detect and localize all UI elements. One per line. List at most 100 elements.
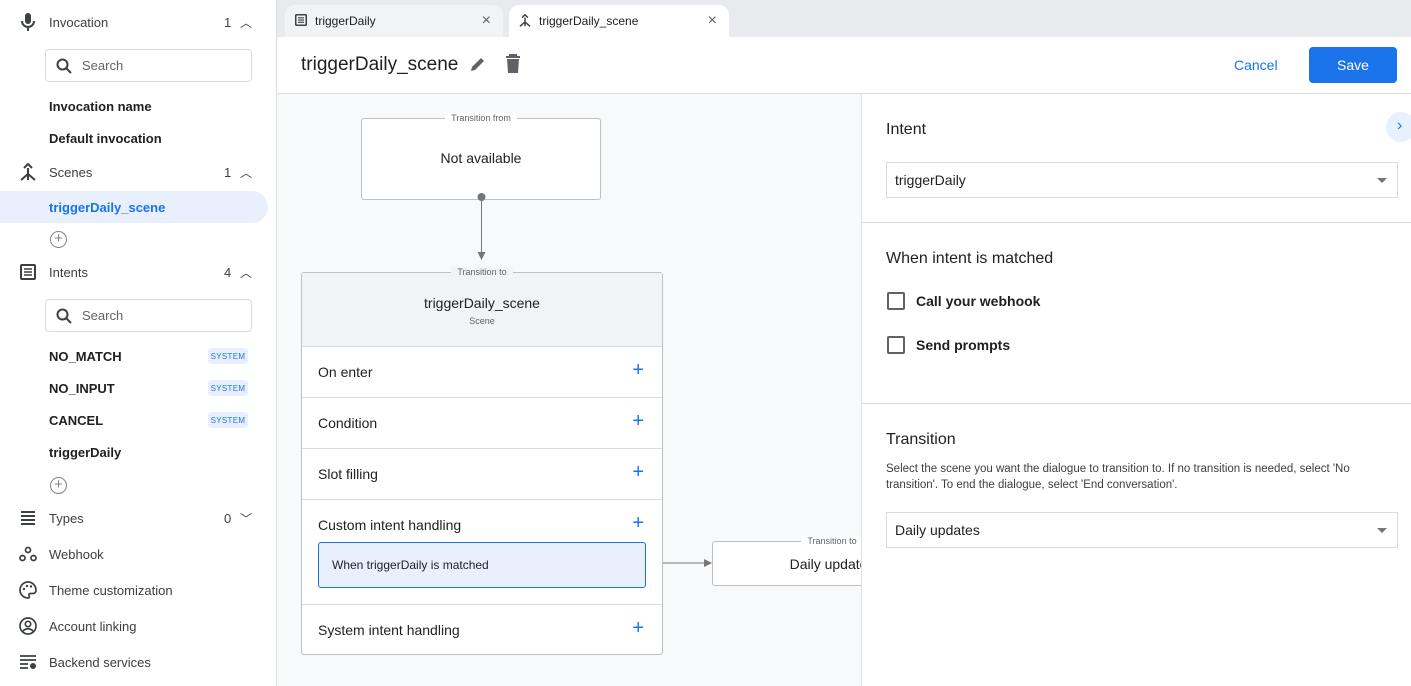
add-icon[interactable]: + bbox=[632, 512, 644, 534]
chevron-down-icon[interactable]: ﹀ bbox=[240, 511, 253, 526]
scene-merge-icon bbox=[18, 162, 38, 182]
types-icon bbox=[18, 508, 38, 528]
palette-icon bbox=[18, 580, 38, 600]
scene-canvas: Transition from Not available Transition… bbox=[277, 94, 861, 686]
sidebar-item-no-input[interactable]: NO_INPUT bbox=[49, 381, 115, 396]
condition-row[interactable]: Condition + bbox=[302, 397, 662, 448]
sidebar-section-invocation[interactable]: Invocation 1 ︿ bbox=[0, 7, 276, 37]
sidebar-item-triggerdaily-scene[interactable]: triggerDaily_scene bbox=[0, 191, 268, 223]
transition-from-legend: Transition from bbox=[445, 113, 517, 123]
transition-target-legend: Transition to bbox=[801, 536, 861, 546]
search-placeholder: Search bbox=[82, 58, 124, 73]
cancel-button[interactable]: Cancel bbox=[1234, 57, 1278, 73]
dropdown-arrow-icon bbox=[1377, 178, 1387, 183]
add-scene-icon[interactable]: + bbox=[50, 231, 67, 248]
select-value: Daily updates bbox=[895, 522, 980, 538]
row-label: System intent handling bbox=[318, 622, 460, 638]
sidebar-label: Theme customization bbox=[49, 582, 173, 598]
call-webhook-checkbox[interactable] bbox=[887, 292, 905, 310]
row-label: Custom intent handling bbox=[318, 517, 462, 533]
sidebar-label: Invocation bbox=[49, 14, 109, 30]
divider bbox=[862, 222, 1411, 223]
count: 1 bbox=[224, 164, 232, 180]
arrow-head bbox=[704, 559, 712, 567]
add-icon[interactable]: + bbox=[632, 461, 644, 483]
chevron-up-icon[interactable]: ︿ bbox=[240, 265, 253, 280]
slot-filling-row[interactable]: Slot filling+ bbox=[302, 448, 662, 499]
tab-triggerdaily[interactable]: triggerDaily × bbox=[285, 5, 503, 37]
chevron-up-icon[interactable]: ︿ bbox=[240, 165, 253, 180]
add-intent-icon[interactable]: + bbox=[50, 477, 67, 494]
search-icon bbox=[56, 308, 72, 324]
transition-from-box: Transition from Not available bbox=[361, 113, 601, 200]
close-icon[interactable]: × bbox=[707, 12, 717, 29]
sidebar-item-webhook[interactable]: Webhook bbox=[0, 539, 276, 569]
sidebar-item-no-match[interactable]: NO_MATCH bbox=[49, 349, 122, 364]
chevron-right-icon[interactable]: › bbox=[1386, 112, 1411, 142]
sidebar-item-backend-services[interactable]: Backend services bbox=[0, 647, 276, 677]
transition-heading: Transition bbox=[886, 431, 956, 448]
tab-label: triggerDaily bbox=[315, 14, 376, 28]
delete-icon[interactable] bbox=[505, 54, 521, 79]
on-enter-row[interactable]: On enter + bbox=[302, 346, 662, 397]
when-matched-heading: When intent is matched bbox=[886, 250, 1054, 267]
tab-label: triggerDaily_scene bbox=[539, 14, 639, 28]
count: 0 bbox=[224, 510, 232, 526]
close-icon[interactable]: × bbox=[481, 12, 491, 29]
chevron-up-icon[interactable]: ︿ bbox=[240, 15, 253, 30]
checkbox-label: Call your webhook bbox=[916, 293, 1041, 309]
sidebar-item-theme[interactable]: Theme customization bbox=[0, 575, 276, 605]
sidebar-label: Types bbox=[49, 510, 84, 526]
transition-to-scene-card: Transition to triggerDaily_scene Scene O… bbox=[301, 267, 663, 655]
add-icon[interactable]: + bbox=[632, 617, 644, 639]
send-prompts-checkbox[interactable] bbox=[887, 336, 905, 354]
invocation-search-input[interactable]: Search bbox=[45, 49, 252, 82]
webhook-icon bbox=[18, 544, 38, 564]
sidebar: Invocation 1 ︿ Search Invocation name De… bbox=[0, 0, 277, 686]
sidebar-item-default-invocation[interactable]: Default invocation bbox=[49, 131, 162, 146]
account-circle-icon bbox=[18, 616, 38, 636]
sidebar-item-triggerdaily[interactable]: triggerDaily bbox=[49, 445, 122, 460]
transition-to-legend: Transition to bbox=[451, 267, 513, 277]
list-icon bbox=[18, 262, 38, 282]
tab-triggerdaily-scene[interactable]: triggerDaily_scene × bbox=[509, 5, 729, 37]
sidebar-item-cancel[interactable]: CANCEL bbox=[49, 413, 104, 428]
system-badge: SYSTEM bbox=[208, 412, 248, 428]
scene-title: triggerDaily_scene bbox=[424, 295, 540, 311]
intent-heading: Intent bbox=[886, 121, 927, 138]
system-intent-handling-row[interactable]: System intent handling + bbox=[302, 604, 662, 655]
sidebar-item-account-linking[interactable]: Account linking bbox=[0, 611, 276, 641]
count: 1 bbox=[224, 14, 232, 30]
sidebar-label: Account linking bbox=[49, 618, 137, 634]
custom-intent-handling-row[interactable]: Custom intent handling + When triggerDail… bbox=[302, 499, 662, 604]
sidebar-label: Backend services bbox=[49, 654, 151, 670]
transition-target-value: Daily updates bbox=[789, 556, 861, 572]
tab-bar: triggerDaily × triggerDaily_scene × bbox=[277, 0, 1411, 37]
intent-handler-item[interactable]: When triggerDaily is matched bbox=[318, 542, 646, 588]
sidebar-section-types[interactable]: Types 0 ﹀ bbox=[0, 503, 276, 533]
transition-from-value: Not available bbox=[440, 150, 522, 166]
sidebar-item-invocation-name[interactable]: Invocation name bbox=[49, 99, 152, 114]
page-title: triggerDaily_scene bbox=[301, 54, 459, 75]
divider bbox=[862, 403, 1411, 404]
intent-select[interactable]: triggerDaily bbox=[886, 162, 1398, 198]
mic-icon bbox=[18, 12, 38, 32]
transition-target-box[interactable]: Transition to Daily updates bbox=[712, 536, 861, 586]
add-icon[interactable]: + bbox=[632, 410, 644, 432]
save-button[interactable]: Save bbox=[1309, 47, 1397, 83]
search-icon bbox=[56, 58, 72, 74]
arrow-head bbox=[477, 252, 486, 260]
list-icon bbox=[295, 14, 307, 29]
transition-select[interactable]: Daily updates bbox=[886, 512, 1398, 548]
add-icon[interactable]: + bbox=[632, 359, 644, 381]
sidebar-section-intents[interactable]: Intents 4 ︿ bbox=[0, 257, 276, 287]
sidebar-section-scenes[interactable]: Scenes 1 ︿ bbox=[0, 157, 276, 187]
scene-subtitle: Scene bbox=[469, 316, 495, 326]
scene-merge-icon bbox=[519, 13, 531, 30]
intents-search-input[interactable]: Search bbox=[45, 299, 252, 332]
editor-header: triggerDaily_scene Cancel Save bbox=[277, 37, 1411, 94]
system-badge: SYSTEM bbox=[208, 348, 248, 364]
edit-icon[interactable] bbox=[469, 55, 487, 78]
row-label: Condition bbox=[318, 415, 378, 431]
row-label: On enter bbox=[318, 364, 373, 380]
